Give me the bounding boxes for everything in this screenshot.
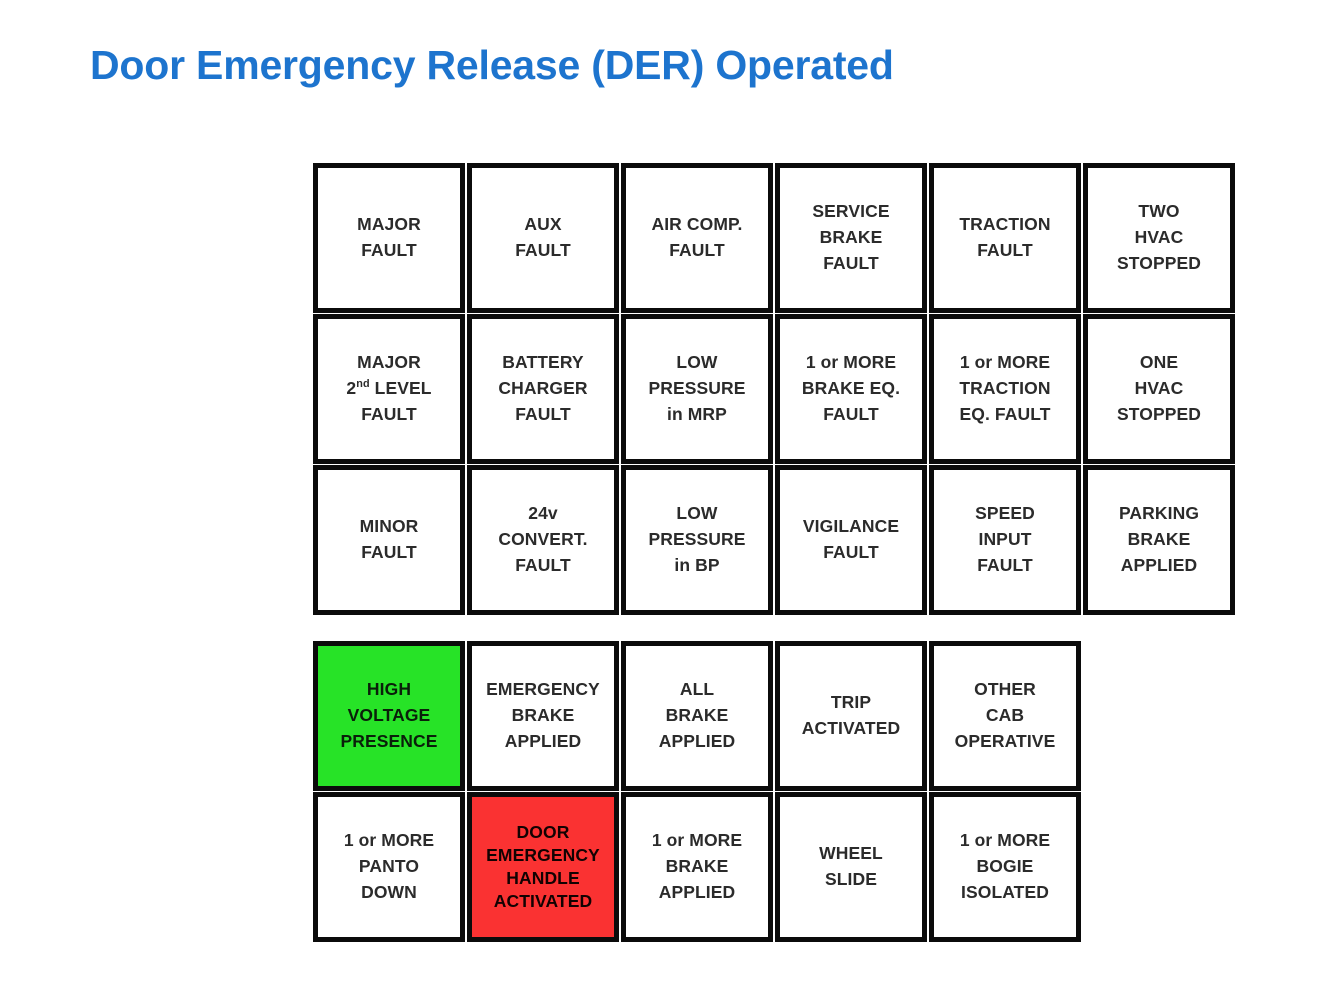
- indicator-minor-fault[interactable]: MINOR FAULT: [313, 465, 465, 615]
- indicator-row: 1 or MORE PANTO DOWN DOOR EMERGENCY HANDL…: [313, 792, 1243, 943]
- indicator-aux-fault[interactable]: AUX FAULT: [467, 163, 619, 313]
- indicator-low-pressure-in-mrp[interactable]: LOW PRESSURE in MRP: [621, 314, 773, 464]
- indicator-1-or-more-traction-eq-fault[interactable]: 1 or MORE TRACTION EQ. FAULT: [929, 314, 1081, 464]
- indicator-label: ALL BRAKE APPLIED: [658, 679, 736, 751]
- indicator-label: MAJOR FAULT: [357, 214, 421, 260]
- indicator-1-or-more-panto-down[interactable]: 1 or MORE PANTO DOWN: [313, 792, 465, 942]
- indicator-major-fault[interactable]: MAJOR FAULT: [313, 163, 465, 313]
- indicator-1-or-more-brake-applied[interactable]: 1 or MORE BRAKE APPLIED: [621, 792, 773, 942]
- indicator-label: 1 or MORE PANTO DOWN: [343, 830, 435, 902]
- indicator-label: MINOR FAULT: [359, 516, 419, 562]
- indicator-label: TRACTION FAULT: [959, 214, 1051, 260]
- indicator-label: WHEEL SLIDE: [819, 843, 883, 889]
- indicator-label: EMERGENCY BRAKE APPLIED: [486, 679, 600, 751]
- indicator-traction-fault[interactable]: TRACTION FAULT: [929, 163, 1081, 313]
- indicator-all-brake-applied[interactable]: ALL BRAKE APPLIED: [621, 641, 773, 791]
- indicator-emergency-brake-applied[interactable]: EMERGENCY BRAKE APPLIED: [467, 641, 619, 791]
- indicator-label: TWO HVAC STOPPED: [1116, 201, 1201, 273]
- indicator-row: HIGH VOLTAGE PRESENCE EMERGENCY BRAKE APP…: [313, 641, 1243, 792]
- indicator-other-cab-operative[interactable]: OTHER CAB OPERATIVE: [929, 641, 1081, 791]
- indicator-one-hvac-stopped[interactable]: ONE HVAC STOPPED: [1083, 314, 1235, 464]
- indicator-label: AUX FAULT: [515, 214, 571, 260]
- indicator-label: LOW PRESSURE in BP: [648, 503, 746, 575]
- indicator-door-emergency-handle-activated[interactable]: DOOR EMERGENCY HANDLE ACTIVATED: [467, 792, 619, 942]
- status-indicator-group: HIGH VOLTAGE PRESENCE EMERGENCY BRAKE APP…: [313, 641, 1243, 943]
- indicator-row: MAJOR FAULT AUX FAULT AIR COMP. FAULT SERVI…: [313, 163, 1243, 314]
- indicator-high-voltage-presence[interactable]: HIGH VOLTAGE PRESENCE: [313, 641, 465, 791]
- indicator-label: 1 or MORE TRACTION EQ. FAULT: [959, 352, 1051, 424]
- indicator-1-or-more-bogie-isolated[interactable]: 1 or MORE BOGIE ISOLATED: [929, 792, 1081, 942]
- indicator-label: DOOR EMERGENCY HANDLE ACTIVATED: [486, 821, 600, 912]
- indicator-label: 1 or MORE BOGIE ISOLATED: [959, 830, 1051, 902]
- indicator-label: PARKING BRAKE APPLIED: [1118, 503, 1200, 575]
- indicator-label: 1 or MORE BRAKE APPLIED: [651, 830, 743, 902]
- indicator-label: LOW PRESSURE in MRP: [648, 352, 746, 424]
- indicator-label: AIR COMP. FAULT: [651, 214, 743, 260]
- indicator-two-hvac-stopped[interactable]: TWO HVAC STOPPED: [1083, 163, 1235, 313]
- indicator-label: OTHER CAB OPERATIVE: [954, 679, 1056, 751]
- indicator-label: 1 or MORE BRAKE EQ. FAULT: [801, 352, 901, 424]
- indicator-trip-activated[interactable]: TRIP ACTIVATED: [775, 641, 927, 791]
- indicator-panel: MAJOR FAULT AUX FAULT AIR COMP. FAULT SERVI…: [313, 163, 1243, 943]
- indicator-24v-convert-fault[interactable]: 24v CONVERT. FAULT: [467, 465, 619, 615]
- indicator-speed-input-fault[interactable]: SPEED INPUT FAULT: [929, 465, 1081, 615]
- indicator-label: VIGILANCE FAULT: [802, 516, 900, 562]
- indicator-label: ONE HVAC STOPPED: [1116, 352, 1201, 424]
- indicator-parking-brake-applied[interactable]: PARKING BRAKE APPLIED: [1083, 465, 1235, 615]
- indicator-vigilance-fault[interactable]: VIGILANCE FAULT: [775, 465, 927, 615]
- indicator-label: BATTERY CHARGER FAULT: [498, 352, 588, 424]
- indicator-row: MINOR FAULT 24v CONVERT. FAULT LOW PRESSUR…: [313, 465, 1243, 616]
- indicator-battery-charger-fault[interactable]: BATTERY CHARGER FAULT: [467, 314, 619, 464]
- indicator-label: 24v CONVERT. FAULT: [498, 503, 588, 575]
- indicator-1-or-more-brake-eq-fault[interactable]: 1 or MORE BRAKE EQ. FAULT: [775, 314, 927, 464]
- indicator-label: SERVICE BRAKE FAULT: [812, 201, 890, 273]
- page-title: Door Emergency Release (DER) Operated: [90, 42, 894, 89]
- group-separator: [313, 616, 1243, 641]
- indicator-label: HIGH VOLTAGE PRESENCE: [340, 679, 438, 751]
- indicator-service-brake-fault[interactable]: SERVICE BRAKE FAULT: [775, 163, 927, 313]
- indicator-low-pressure-in-bp[interactable]: LOW PRESSURE in BP: [621, 465, 773, 615]
- indicator-air-comp-fault[interactable]: AIR COMP. FAULT: [621, 163, 773, 313]
- fault-indicator-group: MAJOR FAULT AUX FAULT AIR COMP. FAULT SERVI…: [313, 163, 1243, 616]
- indicator-wheel-slide[interactable]: WHEEL SLIDE: [775, 792, 927, 942]
- indicator-label: SPEED INPUT FAULT: [975, 503, 1035, 575]
- indicator-label: TRIP ACTIVATED: [801, 692, 901, 738]
